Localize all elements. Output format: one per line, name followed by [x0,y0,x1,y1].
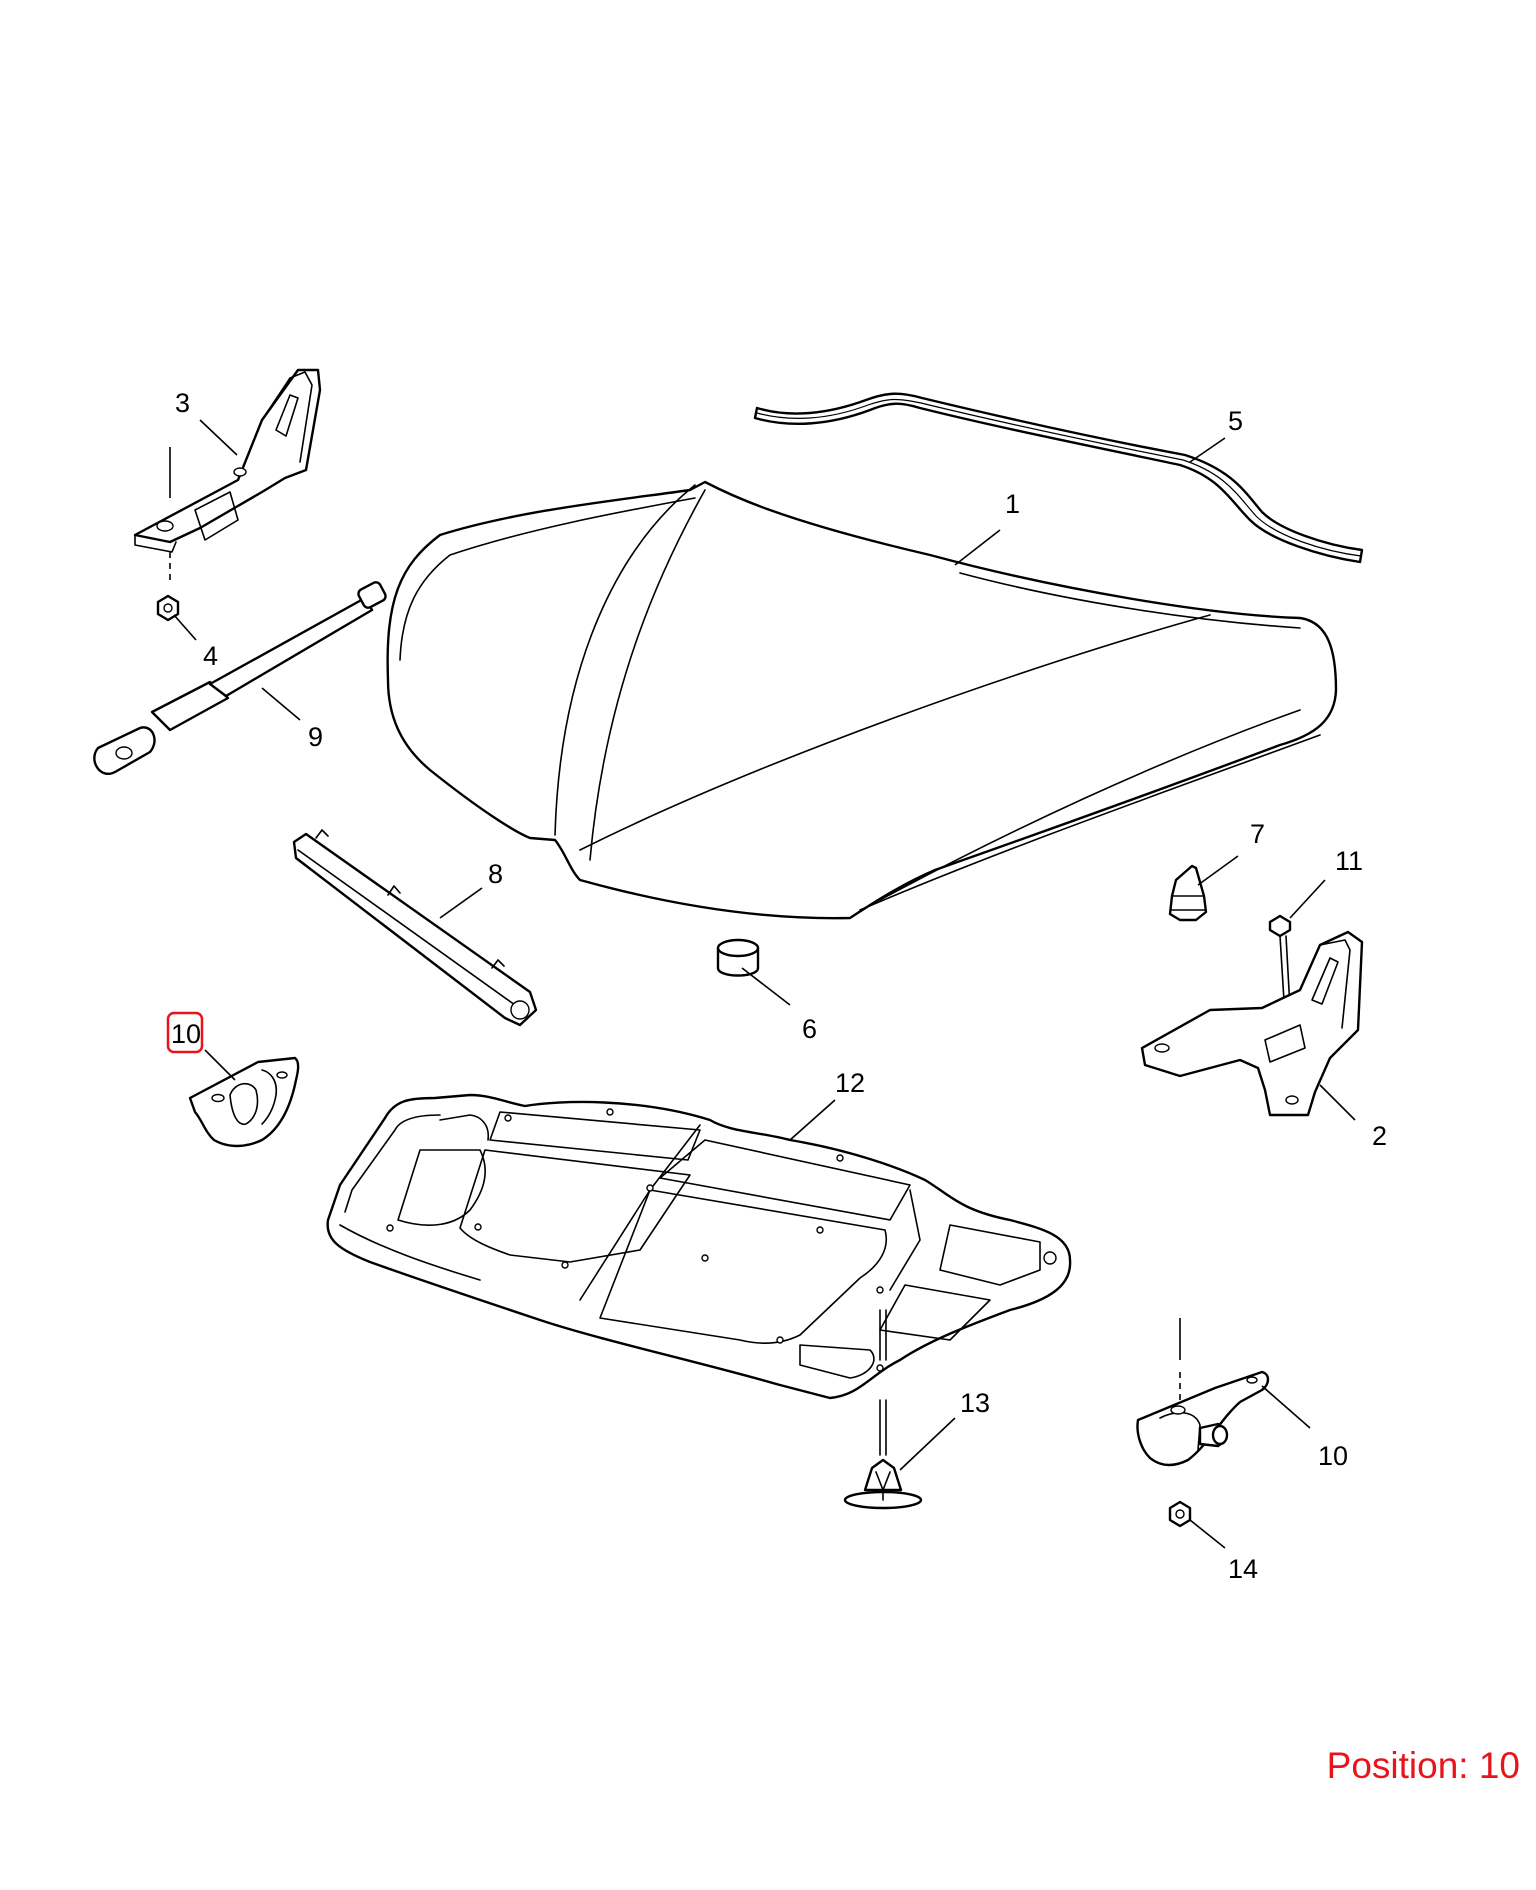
part-2-hood-hinge-right[interactable] [1140,930,1364,1117]
part-14-bracket-nut[interactable] [1168,1500,1192,1528]
callout-4[interactable]: 4 [203,641,218,671]
callout-14[interactable]: 14 [1228,1554,1258,1584]
leader-14 [1189,1519,1226,1549]
callout-12[interactable]: 12 [835,1068,865,1098]
leader-7 [1197,855,1239,886]
part-4-hinge-nut[interactable] [156,594,180,622]
leader-13 [899,1417,956,1471]
position-label: Position: 10 [1326,1745,1520,1786]
part-10-striker-bracket-left[interactable] [188,1056,300,1148]
leader-12 [789,1099,836,1141]
callout-13[interactable]: 13 [960,1388,990,1418]
callout-10-right[interactable]: 10 [1318,1441,1348,1471]
callout-2[interactable]: 2 [1372,1121,1387,1151]
leader-11 [1289,879,1326,919]
part-7-rubber-buffer[interactable] [1168,864,1208,922]
part-1-hood-panel[interactable] [386,480,1338,920]
callout-10-left[interactable]: 10 [171,1019,201,1049]
callout-10-highlight-box [166,1011,204,1054]
callout-11[interactable]: 11 [1335,846,1363,876]
part-10-striker-bracket-right[interactable] [1136,1318,1270,1467]
part-8-front-trim-strip[interactable] [292,829,538,1027]
callout-7[interactable]: 7 [1250,819,1265,849]
leader-2 [1319,1084,1356,1121]
callout-9[interactable]: 9 [308,722,323,752]
leader-9 [261,687,301,721]
callout-1[interactable]: 1 [1005,489,1020,519]
part-12-hood-insulator[interactable] [326,1093,1072,1400]
callout-6[interactable]: 6 [802,1014,817,1044]
leader-5 [1189,437,1226,463]
leader-3 [199,419,238,456]
part-6-bump-stop[interactable] [716,938,760,977]
leader-4 [173,614,197,641]
part-3-hood-hinge-left[interactable] [133,368,322,580]
part-13-push-clip[interactable] [843,1309,923,1510]
leader-1 [954,529,1001,566]
leader-6 [741,967,791,1006]
callout-3[interactable]: 3 [175,388,190,418]
leader-8 [439,887,483,919]
leader-10b [1261,1385,1311,1429]
leader-10a [204,1049,236,1081]
part-5-hood-seal[interactable] [753,392,1364,564]
callout-5[interactable]: 5 [1228,406,1243,436]
part-9-gas-strut[interactable] [93,581,387,775]
callout-8[interactable]: 8 [488,859,503,889]
